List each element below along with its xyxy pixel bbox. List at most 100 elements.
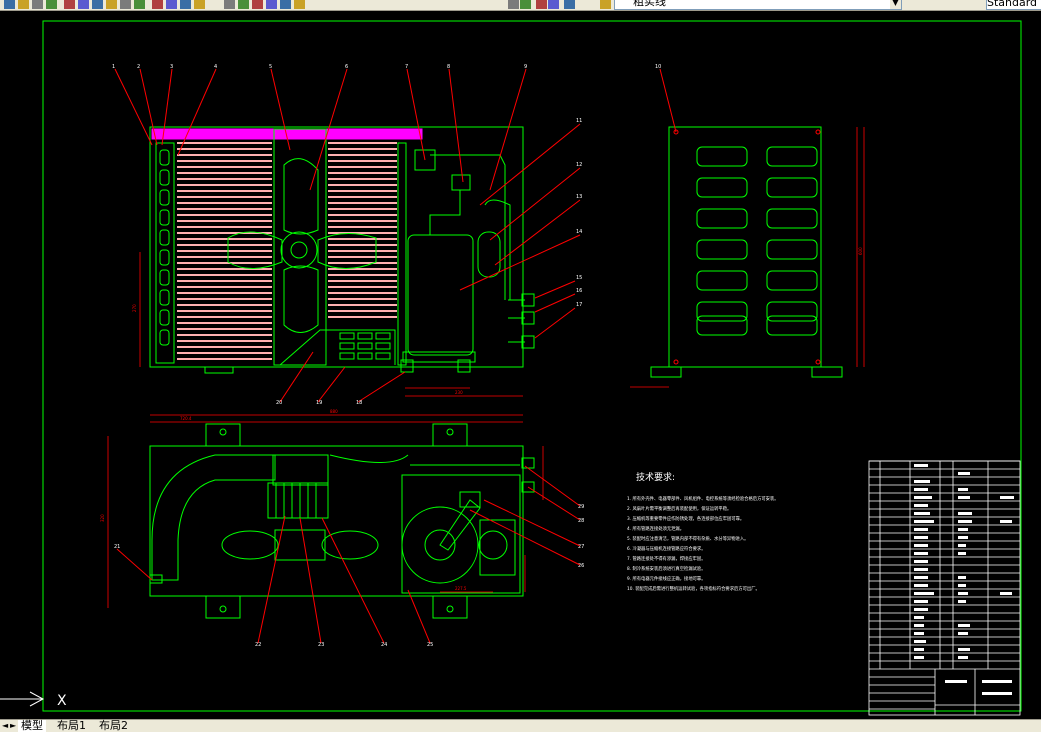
svg-text:1: 1	[112, 64, 115, 70]
tech-note-line: 4. 所有管路连接处须无泄漏。	[627, 525, 684, 532]
copy-icon[interactable]	[78, 0, 89, 9]
tool-palettes-icon[interactable]	[252, 0, 263, 9]
tab-next-icon[interactable]: ►	[10, 721, 17, 730]
sheet-set-icon[interactable]	[266, 0, 277, 9]
tech-note-line: 3. 压缩机等重要零件应作防锈处理，各连接部位应牢固可靠。	[627, 515, 744, 522]
technical-requirements: 技术要求: 1. 所有外壳件、电器零部件、风机组件、电控系统等须经检验合格后方可…	[627, 471, 779, 592]
tech-note-line: 2. 风扇叶片需平衡调整后再装配使用，保证运转平稳。	[627, 505, 731, 512]
print-icon[interactable]	[32, 0, 43, 9]
open-icon[interactable]	[4, 0, 15, 9]
condenser-grille-left	[177, 142, 272, 360]
tech-note-line: 6. 冷凝器与压缩机连接管路应符合要求。	[627, 545, 706, 552]
layer-state-icon[interactable]	[536, 0, 547, 9]
tech-note-line: 7. 管路连接处不得有渗漏，焊接应牢固。	[627, 555, 706, 562]
tech-note-line: 1. 所有外壳件、电器零部件、风机组件、电控系统等须经检验合格后方可安装。	[627, 495, 779, 502]
svg-text:7: 7	[405, 64, 408, 70]
paste-icon[interactable]	[92, 0, 103, 9]
zoom-window-icon[interactable]	[180, 0, 191, 9]
tech-note-line: 9. 所有电器元件接线应正确，接地可靠。	[627, 575, 706, 582]
help-icon[interactable]	[508, 0, 519, 9]
top-leaders	[116, 465, 581, 644]
side-view	[650, 126, 843, 378]
chevron-down-icon[interactable]: ▼	[890, 0, 901, 9]
sheet-border	[42, 20, 1022, 712]
svg-text:13: 13	[576, 194, 582, 200]
tab-prev-icon[interactable]: ◄	[2, 721, 9, 730]
ucs-icon: X	[0, 691, 67, 709]
fan-blades	[227, 158, 377, 333]
dim-width: 880	[330, 409, 338, 414]
layer-dropdown[interactable]: 粗实线 ▼	[614, 0, 902, 10]
tab-layout1[interactable]: 布局1	[57, 719, 86, 732]
save-icon[interactable]	[18, 0, 29, 9]
dim-depth: 320	[100, 514, 105, 522]
svg-text:16: 16	[576, 288, 582, 294]
dim-style-icon[interactable]	[600, 0, 611, 9]
svg-text:24: 24	[381, 642, 387, 648]
svg-text:9: 9	[524, 64, 527, 70]
condenser-grille-right	[328, 142, 397, 318]
tech-title: 技术要求:	[636, 471, 675, 483]
svg-text:25: 25	[427, 642, 433, 648]
svg-text:15: 15	[576, 275, 582, 281]
dim-comp: 227.5	[455, 586, 467, 591]
svg-text:23: 23	[318, 642, 324, 648]
front-leaders	[114, 68, 581, 403]
design-center-icon[interactable]	[238, 0, 249, 9]
plot-preview-icon[interactable]	[46, 0, 57, 9]
svg-text:3: 3	[170, 64, 173, 70]
accumulator	[477, 231, 501, 278]
zoom-previous-icon[interactable]	[194, 0, 205, 9]
markup-icon[interactable]	[280, 0, 291, 9]
dim-side-height: 600	[858, 247, 863, 255]
standard-toolbar: 粗实线 ▼ Standard	[0, 0, 1041, 11]
parts-list-cells	[914, 464, 1014, 695]
tab-model[interactable]: 模型	[18, 720, 46, 732]
svg-text:21: 21	[114, 544, 120, 550]
svg-text:6: 6	[345, 64, 348, 70]
svg-text:22: 22	[255, 642, 261, 648]
match-properties-icon[interactable]	[106, 0, 117, 9]
parts-list-table	[868, 460, 1021, 716]
leader-10	[659, 68, 677, 133]
dim-top1: 720.4	[180, 416, 192, 421]
svg-text:19: 19	[316, 400, 322, 406]
svg-text:11: 11	[576, 118, 582, 124]
svg-text:29: 29	[578, 504, 584, 510]
cut-icon[interactable]	[64, 0, 75, 9]
tech-note-line: 10. 装配完成后需进行整机运转试验，各项指标符合要求后方可出厂。	[627, 585, 760, 592]
layer-name: 粗实线	[633, 0, 666, 8]
undo-icon[interactable]	[120, 0, 131, 9]
svg-text:26: 26	[578, 563, 584, 569]
svg-text:12: 12	[576, 162, 582, 168]
compressor-body	[407, 234, 474, 356]
redo-icon[interactable]	[134, 0, 145, 9]
layer-previous-icon[interactable]	[548, 0, 559, 9]
tab-layout2[interactable]: 布局2	[99, 719, 128, 732]
layer-manager-icon[interactable]	[520, 0, 531, 9]
properties-icon[interactable]	[224, 0, 235, 9]
compressor-top	[401, 506, 479, 584]
svg-text:10: 10	[655, 64, 661, 70]
tech-note-line: 5. 装配时应注意清洁，管路内部不得有杂质、水分等异物进入。	[627, 535, 748, 542]
svg-text:28: 28	[578, 518, 584, 524]
front-view	[149, 126, 535, 374]
svg-text:17: 17	[576, 302, 582, 308]
pan-icon[interactable]	[152, 0, 163, 9]
dim-bottom: 230	[455, 390, 463, 395]
dim-left-height: 270	[132, 304, 137, 312]
svg-text:4: 4	[214, 64, 217, 70]
text-style-icon[interactable]	[564, 0, 575, 9]
zoom-realtime-icon[interactable]	[166, 0, 177, 9]
tech-note-line: 8. 制冷系统安装后须进行真空检漏试验。	[627, 565, 706, 572]
style-dropdown[interactable]: Standard	[986, 0, 1041, 10]
ucs-x-label: X	[57, 693, 67, 709]
svg-text:18: 18	[356, 400, 362, 406]
svg-text:5: 5	[269, 64, 272, 70]
svg-text:20: 20	[276, 400, 282, 406]
quickcalc-icon[interactable]	[294, 0, 305, 9]
dimension-lines	[107, 127, 865, 608]
